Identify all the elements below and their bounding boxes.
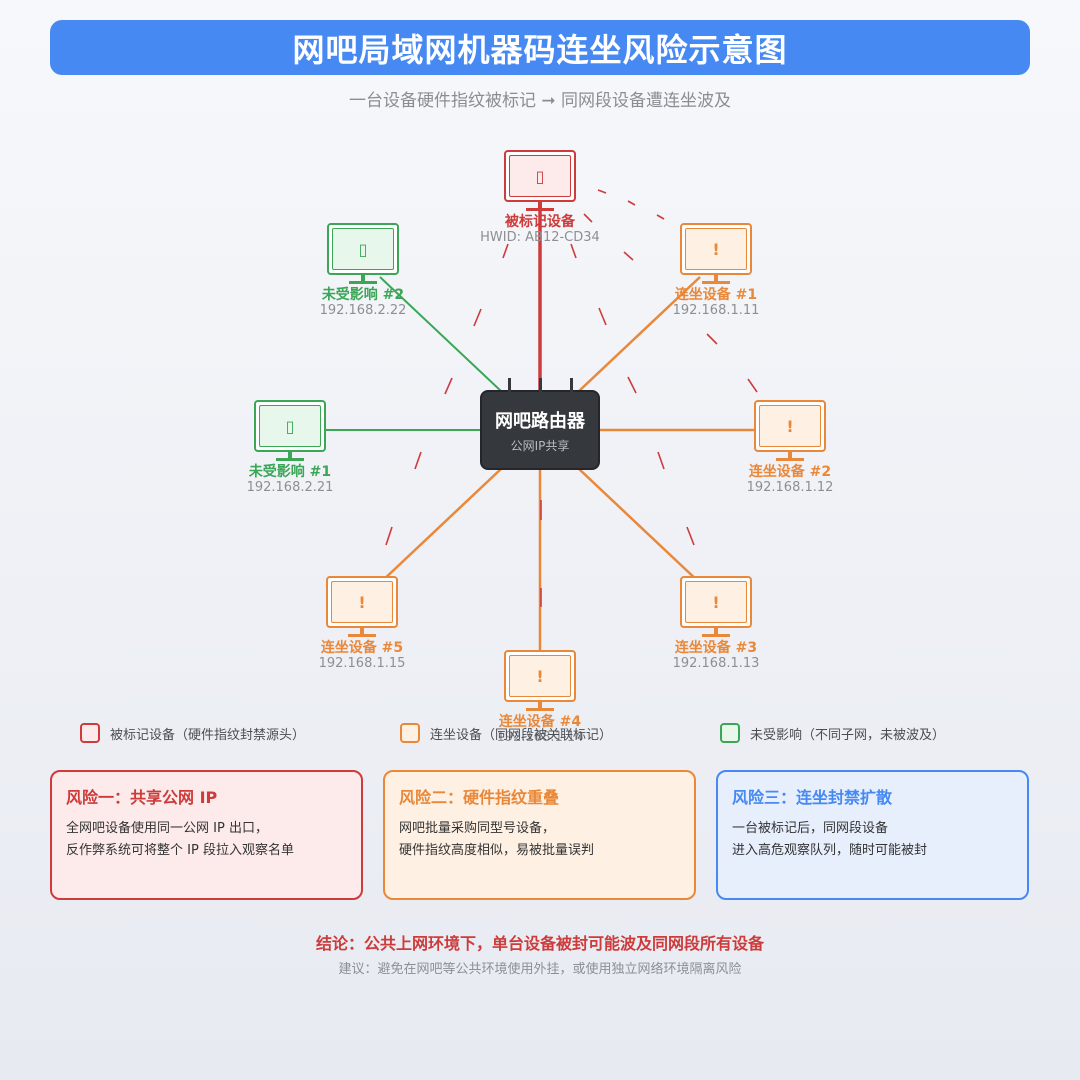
- card-text: 全网吧设备使用同一公网 IP 出口，: [66, 821, 268, 836]
- monitor-base: [776, 458, 804, 461]
- router-antenna: [508, 378, 511, 392]
- monitor-stand: [788, 452, 792, 458]
- monitor-base: [349, 281, 377, 284]
- device-name: 连坐设备 #1: [674, 287, 758, 303]
- device-linked-5: ! 连坐设备 #5 192.168.1.15: [272, 576, 452, 696]
- warning-icon: !: [685, 581, 747, 623]
- legend-label: 连坐设备（同网段被关联标记）: [430, 727, 613, 743]
- link-linked3: [577, 467, 701, 584]
- device-linked-2: ! 连坐设备 #2 192.168.1.12: [700, 400, 880, 520]
- device-safe-2: ▯ 未受影响 #2 192.168.2.22: [273, 223, 453, 343]
- connection-lines: [325, 195, 760, 650]
- device-name: 未受影响 #1: [248, 464, 332, 480]
- title-banner: 网吧局域网机器码连坐风险示意图: [50, 20, 1030, 75]
- monitor-base: [276, 458, 304, 461]
- device-ip: 192.168.1.12: [746, 480, 834, 495]
- link-linked5: [379, 467, 503, 584]
- link-safe2: [379, 276, 503, 393]
- monitor-stand: [288, 452, 292, 458]
- monitor: ▯: [504, 150, 576, 202]
- warning-icon: !: [331, 581, 393, 623]
- page-subtitle: 一台设备硬件指纹被标记 ➞ 同网段设备遭连坐波及: [348, 91, 732, 111]
- card-title: 风险三：连坐封禁扩散: [732, 788, 893, 807]
- flag-icon: ▯: [509, 155, 571, 197]
- risk-card-ip: 风险一：共享公网 IP 全网吧设备使用同一公网 IP 出口， 反作弊系统可将整个…: [50, 770, 363, 900]
- advice-text: 建议：避免在网吧等公共环境使用外挂，或使用独立网络环境隔离风险: [338, 962, 742, 977]
- device-name: 未受影响 #2: [321, 287, 405, 303]
- warning-icon: !: [509, 655, 571, 697]
- card-text: 一台被标记后，同网段设备: [732, 821, 889, 836]
- device-name: 连坐设备 #2: [748, 464, 832, 480]
- monitor: ▯: [254, 400, 326, 452]
- monitor: !: [326, 576, 398, 628]
- device-ip: 192.168.1.13: [672, 656, 760, 671]
- device-ip: 192.168.2.21: [246, 480, 334, 495]
- spread-indicators: [385, 189, 758, 607]
- device-name: 连坐设备 #4: [498, 714, 582, 730]
- router-antenna: [539, 378, 542, 392]
- monitor-stand: [360, 628, 364, 634]
- device-hwid: HWID: AB12-CD34: [480, 230, 600, 245]
- warning-icon: !: [685, 228, 747, 270]
- monitor-stand: [714, 275, 718, 281]
- router-antenna: [570, 378, 573, 392]
- monitor: !: [680, 223, 752, 275]
- card-text: 反作弊系统可将整个 IP 段拉入观察名单: [66, 843, 294, 858]
- device-name: 连坐设备 #5: [320, 640, 404, 656]
- card-text: 网吧批量采购同型号设备，: [399, 821, 556, 836]
- legend-swatch-orange: [400, 723, 420, 743]
- monitor-stand: [538, 702, 542, 708]
- link-linked1: [577, 276, 701, 393]
- monitor-stand: [538, 202, 542, 208]
- card-text: 硬件指纹高度相似，易被批量误判: [399, 843, 595, 858]
- device-safe-1: ▯ 未受影响 #1 192.168.2.21: [200, 400, 380, 520]
- monitor: !: [680, 576, 752, 628]
- device-linked-3: ! 连坐设备 #3 192.168.1.13: [626, 576, 806, 696]
- monitor-base: [702, 281, 730, 284]
- monitor-base: [348, 634, 376, 637]
- card-text: 进入高危观察队列，随时可能被封: [732, 843, 928, 858]
- device-flagged: ▯ 被标记设备 HWID: AB12-CD34: [450, 150, 630, 270]
- device-ip: 192.168.1.15: [318, 656, 406, 671]
- device-linked-1: ! 连坐设备 #1 192.168.1.11: [626, 223, 806, 343]
- safe-icon: ▯: [259, 405, 321, 447]
- monitor-stand: [714, 628, 718, 634]
- monitor: !: [504, 650, 576, 702]
- router-title: 网吧路由器: [495, 410, 585, 432]
- monitor-stand: [361, 275, 365, 281]
- router: 网吧路由器 公网IP共享: [480, 378, 600, 470]
- router-subtitle: 公网IP共享: [510, 438, 570, 453]
- monitor-base: [526, 708, 554, 711]
- page-title: 网吧局域网机器码连坐风险示意图: [292, 30, 788, 69]
- device-name: 被标记设备: [505, 214, 575, 230]
- legend-label: 被标记设备（硬件指纹封禁源头）: [110, 727, 306, 743]
- warning-icon: !: [759, 405, 821, 447]
- legend-swatch-red: [80, 723, 100, 743]
- safe-icon: ▯: [332, 228, 394, 270]
- legend-linked: 连坐设备（同网段被关联标记）: [400, 720, 612, 746]
- device-ip: 192.168.1.14: [496, 730, 584, 745]
- legend-safe: 未受影响（不同子网，未被波及）: [720, 720, 945, 746]
- legend-flagged: 被标记设备（硬件指纹封禁源头）: [80, 720, 305, 746]
- card-title: 风险二：硬件指纹重叠: [399, 788, 560, 807]
- device-name: 连坐设备 #3: [674, 640, 758, 656]
- monitor: !: [754, 400, 826, 452]
- device-ip: 192.168.2.22: [319, 303, 407, 318]
- legend-swatch-green: [720, 723, 740, 743]
- legend-label: 未受影响（不同子网，未被波及）: [750, 727, 946, 743]
- device-ip: 192.168.1.11: [672, 303, 760, 318]
- card-title: 风险一：共享公网 IP: [66, 788, 218, 807]
- monitor: ▯: [327, 223, 399, 275]
- device-linked-4: ! 连坐设备 #4 192.168.1.14: [450, 650, 630, 770]
- monitor-base: [526, 208, 554, 211]
- monitor-base: [702, 634, 730, 637]
- risk-card-spread: 风险三：连坐封禁扩散 一台被标记后，同网段设备 进入高危观察队列，随时可能被封: [716, 770, 1029, 900]
- conclusion-text: 结论：公共上网环境下，单台设备被封可能波及同网段所有设备: [315, 934, 764, 953]
- risk-card-fingerprint: 风险二：硬件指纹重叠 网吧批量采购同型号设备， 硬件指纹高度相似，易被批量误判: [383, 770, 696, 900]
